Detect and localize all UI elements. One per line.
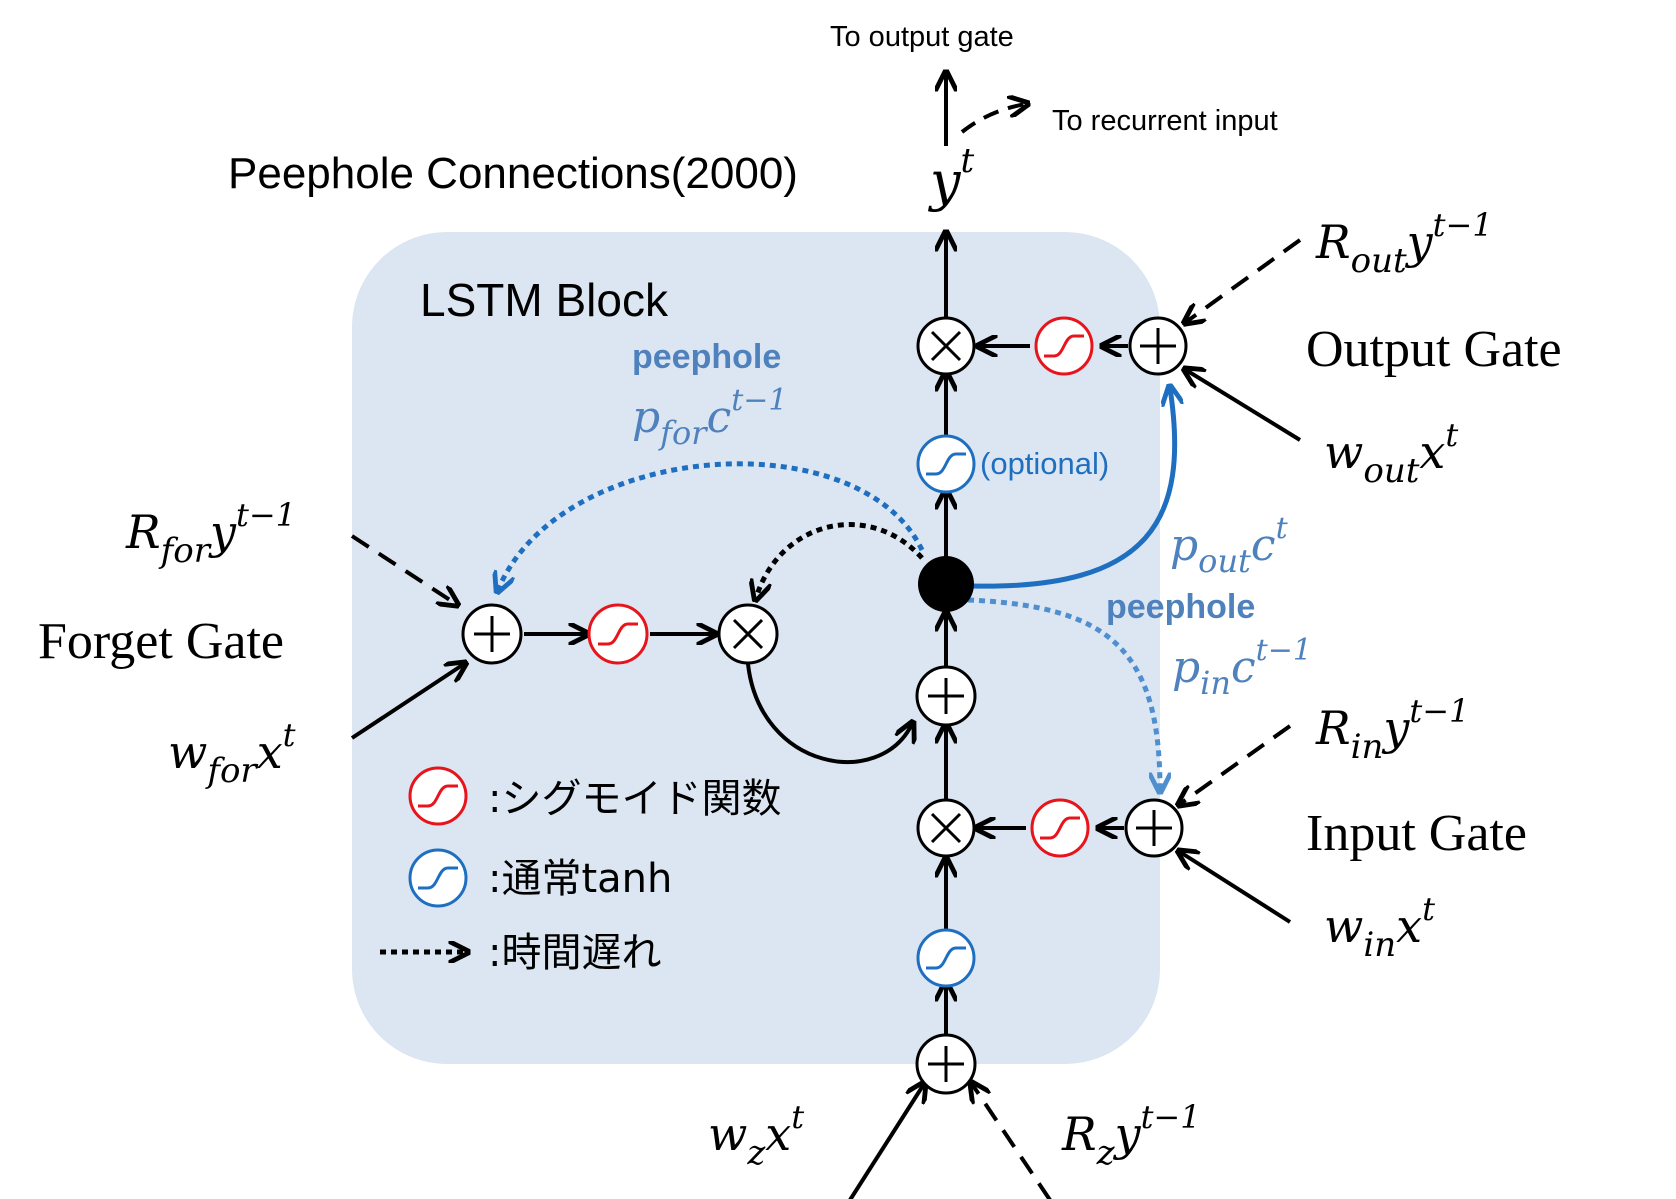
r-in-label: Rinyt−1 — [1315, 692, 1469, 767]
legend: :シグモイド関数 :通常tanh :時間遅れ — [380, 766, 781, 976]
input-gate-sigmoid-icon — [1030, 798, 1090, 858]
w-for-label: wforxt — [168, 716, 296, 791]
peephole-input-curve — [967, 597, 1160, 790]
legend-delay-label: :時間遅れ — [488, 930, 661, 976]
diagram-title: Peephole Connections(2000) — [228, 149, 798, 198]
r-for-label: Rforyt−1 — [125, 496, 296, 571]
wz-arrow — [848, 1084, 924, 1199]
output-multiply-node — [916, 316, 976, 376]
output-gate-sum-node — [1128, 316, 1188, 376]
r-z-label: Rzyt−1 — [1061, 1098, 1201, 1173]
rfor-arrow — [350, 534, 456, 604]
w-z-label: wzxt — [708, 1098, 804, 1173]
to-output-gate-label: To output gate — [830, 21, 1014, 53]
input-gate-sum-node — [1124, 798, 1184, 858]
r-out-label: Routyt−1 — [1315, 206, 1493, 281]
input-tanh-icon — [916, 928, 976, 988]
cell-sum-node — [915, 665, 977, 727]
output-gate-sigmoid-icon — [1034, 316, 1094, 376]
forget-multiply-node — [717, 603, 779, 665]
input-gate-label: Input Gate — [1306, 805, 1527, 862]
arrow-to-recurrent-input — [960, 104, 1026, 134]
output-tanh-icon — [916, 434, 976, 494]
wout-arrow — [1186, 370, 1302, 442]
input-multiply-node — [916, 798, 976, 858]
optional-label: (optional) — [980, 446, 1109, 481]
forget-to-sum-curve — [746, 663, 912, 764]
output-y-label: yt — [928, 141, 975, 213]
p-out-label: poutct — [1170, 511, 1289, 580]
legend-sigmoid-icon — [408, 766, 468, 826]
forget-gate-sum-node — [461, 603, 523, 665]
cell-delay-loop — [756, 522, 924, 598]
win-arrow — [1180, 852, 1292, 924]
rz-arrow — [972, 1084, 1052, 1199]
wfor-arrow — [350, 664, 464, 740]
p-for-label: pforct−1 — [632, 383, 788, 452]
legend-tanh-label: :通常tanh — [488, 856, 672, 902]
legend-tanh-icon — [408, 848, 468, 908]
cell-state-node — [918, 556, 974, 612]
rin-arrow — [1180, 724, 1292, 804]
p-in-label: pinct−1 — [1172, 633, 1312, 702]
output-gate-label: Output Gate — [1306, 321, 1562, 378]
forget-gate-sigmoid-icon — [587, 603, 649, 665]
forget-gate-label: Forget Gate — [38, 613, 284, 670]
legend-sigmoid-label: :シグモイド関数 — [488, 776, 781, 822]
w-out-label: woutxt — [1324, 416, 1458, 491]
to-recurrent-input-label: To recurrent input — [1052, 105, 1278, 137]
peephole-output-word: peephole — [1106, 588, 1255, 626]
peephole-forget-curve — [498, 461, 925, 590]
block-input-sum-node — [915, 1033, 977, 1095]
w-in-label: winxt — [1324, 890, 1435, 965]
peephole-output-curve — [971, 388, 1175, 589]
peephole-forget-word: peephole — [632, 338, 781, 376]
block-label: LSTM Block — [420, 274, 669, 326]
rout-arrow — [1186, 238, 1302, 322]
